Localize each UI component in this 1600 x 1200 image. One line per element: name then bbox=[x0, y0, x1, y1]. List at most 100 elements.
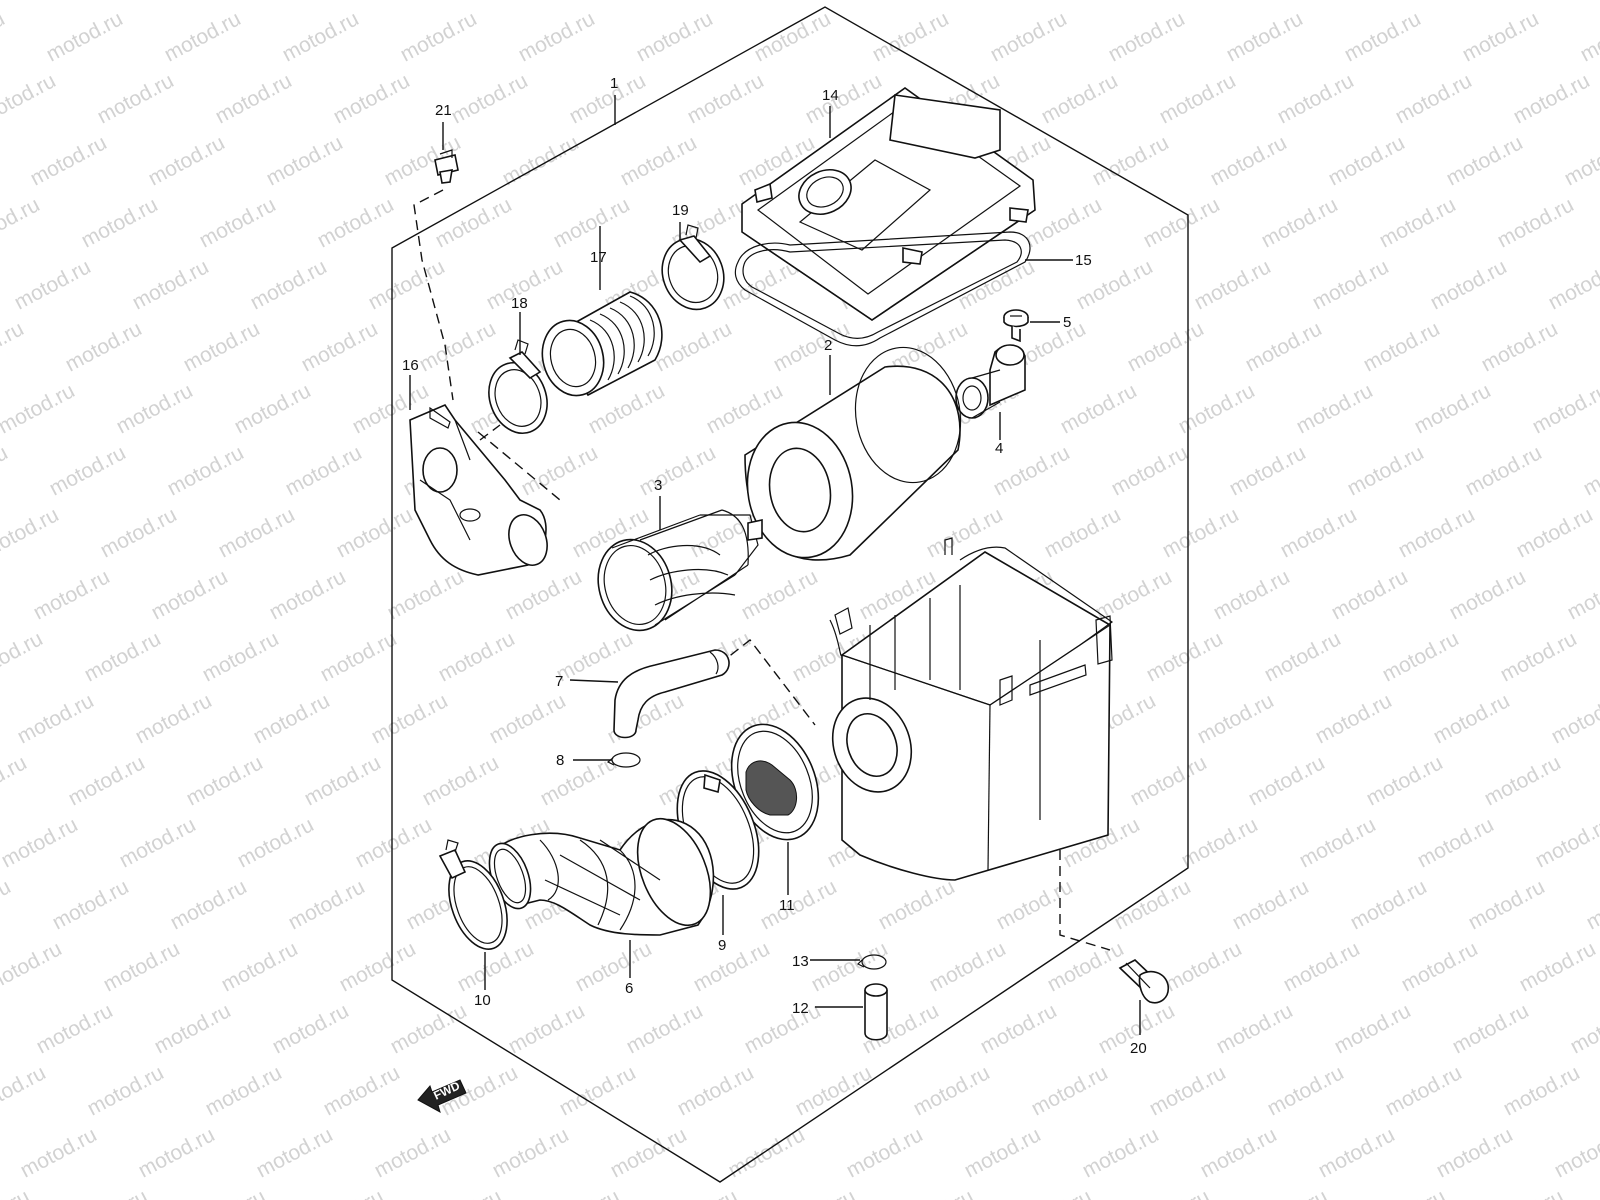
watermark-text: motod.ru bbox=[1124, 317, 1208, 376]
watermark-text: motod.ru bbox=[987, 7, 1071, 66]
watermark-text: motod.ru bbox=[17, 1123, 101, 1182]
drain-plug-tube bbox=[864, 983, 888, 1041]
watermark-text: motod.ru bbox=[869, 7, 953, 66]
watermark-text: motod.ru bbox=[875, 875, 959, 934]
leader-dashed-21-16 bbox=[413, 189, 454, 401]
watermark-text: motod.ru bbox=[84, 1061, 168, 1120]
push-clip bbox=[434, 149, 459, 184]
watermark-text: motod.ru bbox=[387, 999, 471, 1058]
watermark-text: motod.ru bbox=[1178, 813, 1262, 872]
watermark-text: motod.ru bbox=[1197, 1123, 1281, 1182]
watermark-text: motod.ru bbox=[113, 379, 197, 438]
watermark-text: motod.ru bbox=[993, 875, 1077, 934]
watermark-text: motod.ru bbox=[212, 69, 296, 128]
watermark-text: motod.ru bbox=[923, 503, 1007, 562]
watermark-text: motod.ru bbox=[1159, 503, 1243, 562]
watermark-text: motod.ru bbox=[94, 69, 178, 128]
watermark-text: motod.ru bbox=[100, 937, 184, 996]
watermark-text: motod.ru bbox=[196, 193, 280, 252]
watermark-text: motod.ru bbox=[78, 193, 162, 252]
label-3: 3 bbox=[654, 477, 662, 494]
drain-plug bbox=[955, 344, 1026, 419]
watermark-text: motod.ru bbox=[1379, 627, 1463, 686]
watermark-text: motod.ru bbox=[1331, 999, 1415, 1058]
watermark-text: motod.ru bbox=[518, 441, 602, 500]
watermark-text: motod.ru bbox=[1360, 317, 1444, 376]
watermark-text: motod.ru bbox=[1430, 689, 1514, 748]
label-19: 19 bbox=[672, 202, 689, 219]
label-2: 2 bbox=[824, 337, 832, 354]
watermark-text: motod.ru bbox=[1411, 379, 1495, 438]
watermark-text: motod.ru bbox=[282, 441, 366, 500]
watermark-text: motod.ru bbox=[1433, 1123, 1517, 1182]
watermark-text: motod.ru bbox=[1041, 503, 1125, 562]
watermark-text: motod.ru bbox=[1229, 875, 1313, 934]
watermark-text: motod.ru bbox=[1092, 565, 1176, 624]
watermark-text: motod.ru bbox=[1545, 255, 1600, 314]
watermark-text: motod.ru bbox=[0, 441, 12, 500]
watermark-text: motod.ru bbox=[757, 875, 841, 934]
watermark-text: motod.ru bbox=[515, 7, 599, 66]
watermark-text: motod.ru bbox=[818, 0, 902, 4]
watermark-text: motod.ru bbox=[0, 69, 60, 128]
watermark-text: motod.ru bbox=[1242, 317, 1326, 376]
watermark-text: motod.ru bbox=[700, 0, 784, 4]
label-15: 15 bbox=[1075, 252, 1092, 269]
watermark-text: motod.ru bbox=[336, 937, 420, 996]
watermark-text: motod.ru bbox=[202, 1061, 286, 1120]
watermark-text: motod.ru bbox=[0, 0, 76, 4]
watermark-text: motod.ru bbox=[68, 1185, 152, 1200]
watermark-text: motod.ru bbox=[333, 503, 417, 562]
watermark-text: motod.ru bbox=[1054, 0, 1138, 4]
watermark-text: motod.ru bbox=[1596, 317, 1600, 376]
filter-cage bbox=[597, 509, 763, 632]
watermark-text: motod.ru bbox=[215, 503, 299, 562]
label-7: 7 bbox=[555, 673, 563, 690]
watermark-text: motod.ru bbox=[151, 999, 235, 1058]
watermark-text: motod.ru bbox=[298, 317, 382, 376]
watermark-text: motod.ru bbox=[1494, 193, 1578, 252]
watermark-text: motod.ru bbox=[228, 0, 312, 4]
watermark-text: motod.ru bbox=[279, 7, 363, 66]
watermark-text: motod.ru bbox=[540, 1185, 624, 1200]
watermark-text: motod.ru bbox=[368, 689, 452, 748]
watermark-text: motod.ru bbox=[1111, 875, 1195, 934]
watermark-text: motod.ru bbox=[0, 875, 15, 934]
watermark-text: motod.ru bbox=[397, 7, 481, 66]
watermark-text: motod.ru bbox=[1382, 1061, 1466, 1120]
watermark-text: motod.ru bbox=[1194, 689, 1278, 748]
watermark-text: motod.ru bbox=[14, 689, 98, 748]
watermark-text: motod.ru bbox=[505, 999, 589, 1058]
watermark-text: motod.ru bbox=[582, 0, 666, 4]
watermark-text: motod.ru bbox=[145, 131, 229, 190]
watermark-text: motod.ru bbox=[1210, 565, 1294, 624]
watermark-text: motod.ru bbox=[253, 1123, 337, 1182]
watermark-text: motod.ru bbox=[894, 1185, 978, 1200]
watermark-text: motod.ru bbox=[317, 627, 401, 686]
watermark-text: motod.ru bbox=[1580, 441, 1600, 500]
watermark-text: motod.ru bbox=[167, 875, 251, 934]
watermark-text: motod.ru bbox=[27, 131, 111, 190]
label-20: 20 bbox=[1130, 1040, 1147, 1057]
watermark-text: motod.ru bbox=[1296, 813, 1380, 872]
label-16: 16 bbox=[402, 357, 419, 374]
watermark-text: motod.ru bbox=[572, 937, 656, 996]
watermark-text: motod.ru bbox=[320, 1061, 404, 1120]
label-11: 11 bbox=[779, 897, 795, 914]
watermark-text: motod.ru bbox=[556, 1061, 640, 1120]
air-box-housing bbox=[829, 537, 1114, 881]
watermark-text: motod.ru bbox=[1264, 1061, 1348, 1120]
watermark-text: motod.ru bbox=[955, 255, 1039, 314]
watermark-text: motod.ru bbox=[1290, 0, 1374, 4]
watermark-text: motod.ru bbox=[81, 627, 165, 686]
watermark-text: motod.ru bbox=[161, 7, 245, 66]
watermark-text: motod.ru bbox=[1513, 503, 1597, 562]
intake-duct-16 bbox=[409, 404, 548, 576]
watermark-text: motod.ru bbox=[1449, 999, 1533, 1058]
leader-dashed-16-18 bbox=[479, 424, 501, 441]
watermark-text: motod.ru bbox=[751, 7, 835, 66]
watermark-text: motod.ru bbox=[674, 1061, 758, 1120]
watermark-text: motod.ru bbox=[330, 69, 414, 128]
label-5: 5 bbox=[1063, 314, 1071, 331]
label-4: 4 bbox=[995, 440, 1003, 457]
